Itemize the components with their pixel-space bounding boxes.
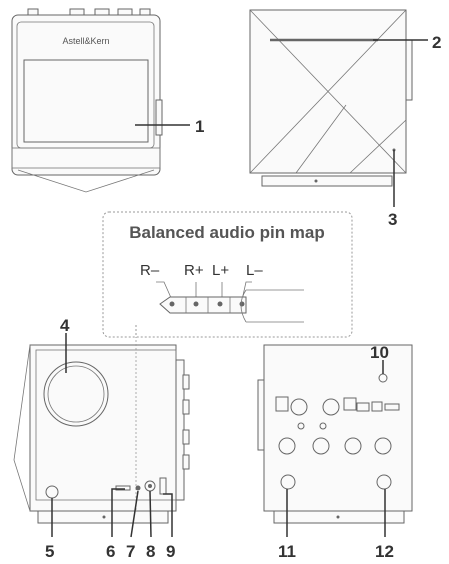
rear-view (257, 344, 413, 524)
pin-label-r-minus: R– (140, 262, 160, 279)
callout-11: 11 (278, 542, 296, 561)
callout-3: 3 (388, 210, 397, 229)
side-view (13, 340, 190, 524)
xlr-input (278, 437, 296, 455)
callout-4: 4 (60, 316, 70, 335)
antenna-connector (378, 373, 388, 383)
pin-label-l-minus: L– (246, 262, 263, 279)
callout-9: 9 (166, 542, 175, 561)
optical-port (371, 401, 383, 412)
ground-terminal (376, 474, 392, 490)
lan-port (356, 402, 370, 412)
usb-rear-port (384, 403, 400, 411)
balanced-audio-box: Balanced audio pin map R– R+ L+ L– (102, 211, 353, 338)
xlr-input (344, 437, 362, 455)
volume-knob (43, 361, 109, 427)
pin-label-r-plus: R+ (184, 262, 204, 279)
sd-slot (115, 485, 131, 491)
xlr-input (312, 437, 330, 455)
callout-leaders (51, 39, 428, 538)
reset-hole (135, 485, 141, 491)
display-screen (23, 59, 149, 143)
usb-port (159, 477, 167, 495)
callout-12: 12 (375, 542, 394, 561)
callout-10: 10 (370, 343, 389, 362)
callout-1: 1 (195, 117, 204, 136)
callout-2: 2 (432, 33, 441, 52)
power-button (45, 485, 59, 499)
front-base (17, 169, 155, 193)
front-view: Astell&Kern (11, 8, 163, 193)
top-stand (261, 175, 393, 187)
side-control (155, 99, 163, 136)
callout-numbers: 1 2 3 4 5 6 7 8 9 10 11 12 (45, 33, 441, 561)
xlr-output (322, 398, 340, 416)
power-inlet (280, 474, 296, 490)
xlr-output (290, 398, 308, 416)
balanced-plug (159, 296, 247, 314)
callout-7: 7 (126, 542, 135, 561)
top-view (249, 9, 413, 187)
xlr-input (374, 437, 392, 455)
callout-6: 6 (106, 542, 115, 561)
callout-5: 5 (45, 542, 54, 561)
brand-logo: Astell&Kern (62, 36, 109, 46)
callout-8: 8 (146, 542, 155, 561)
pin-map-title: Balanced audio pin map (129, 223, 325, 242)
pin-label-l-plus: L+ (212, 262, 229, 279)
